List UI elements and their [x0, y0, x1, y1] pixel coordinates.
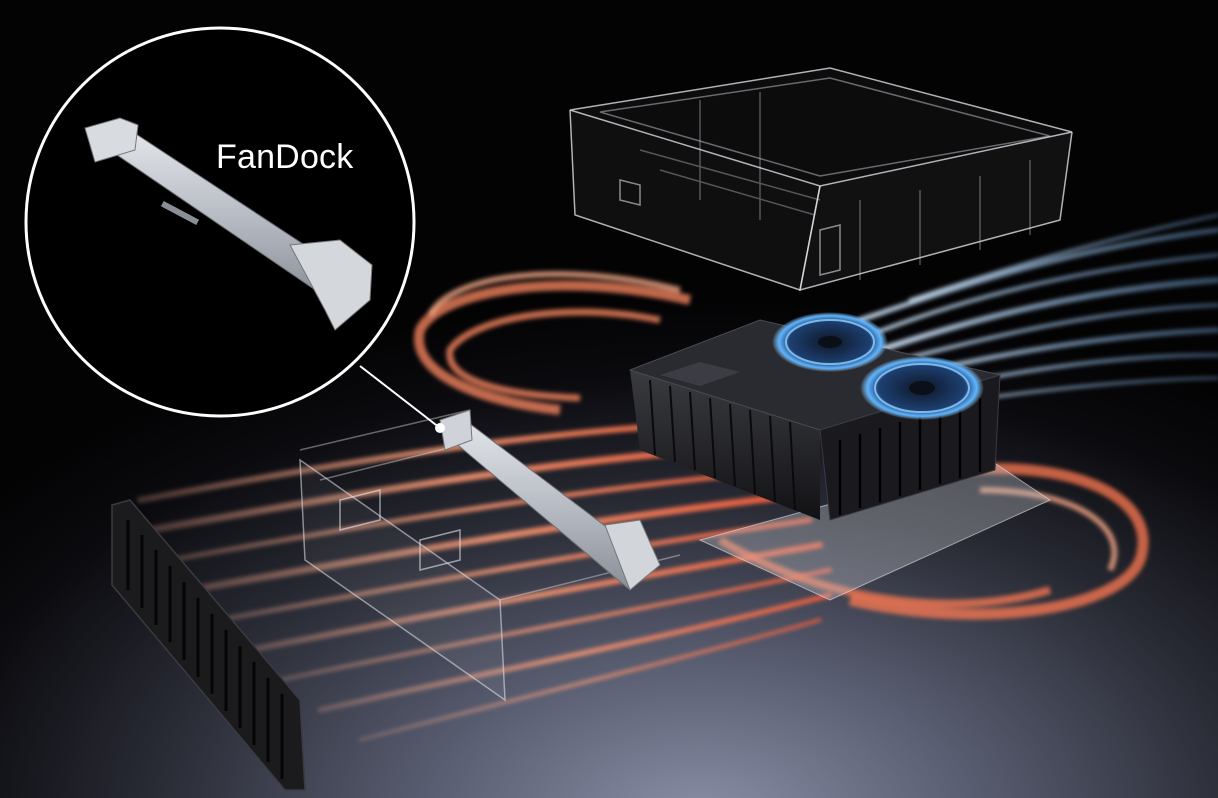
- fan-icon: [860, 356, 984, 420]
- hot-air-swirl-left: [413, 271, 692, 415]
- transparent-top-cover: [569, 67, 1073, 292]
- front-grille-panel: [111, 499, 306, 791]
- callout-anchor-dot: [435, 423, 445, 433]
- fandock-bracket: [439, 409, 661, 591]
- fandock-label: FanDock: [216, 138, 354, 176]
- fan-icon: [772, 312, 888, 372]
- hot-air-swirl-right: [717, 462, 1149, 620]
- fandock-bracket-closeup: [84, 117, 373, 331]
- callout-leader-line: [359, 365, 441, 429]
- fandock-callout: [24, 26, 416, 418]
